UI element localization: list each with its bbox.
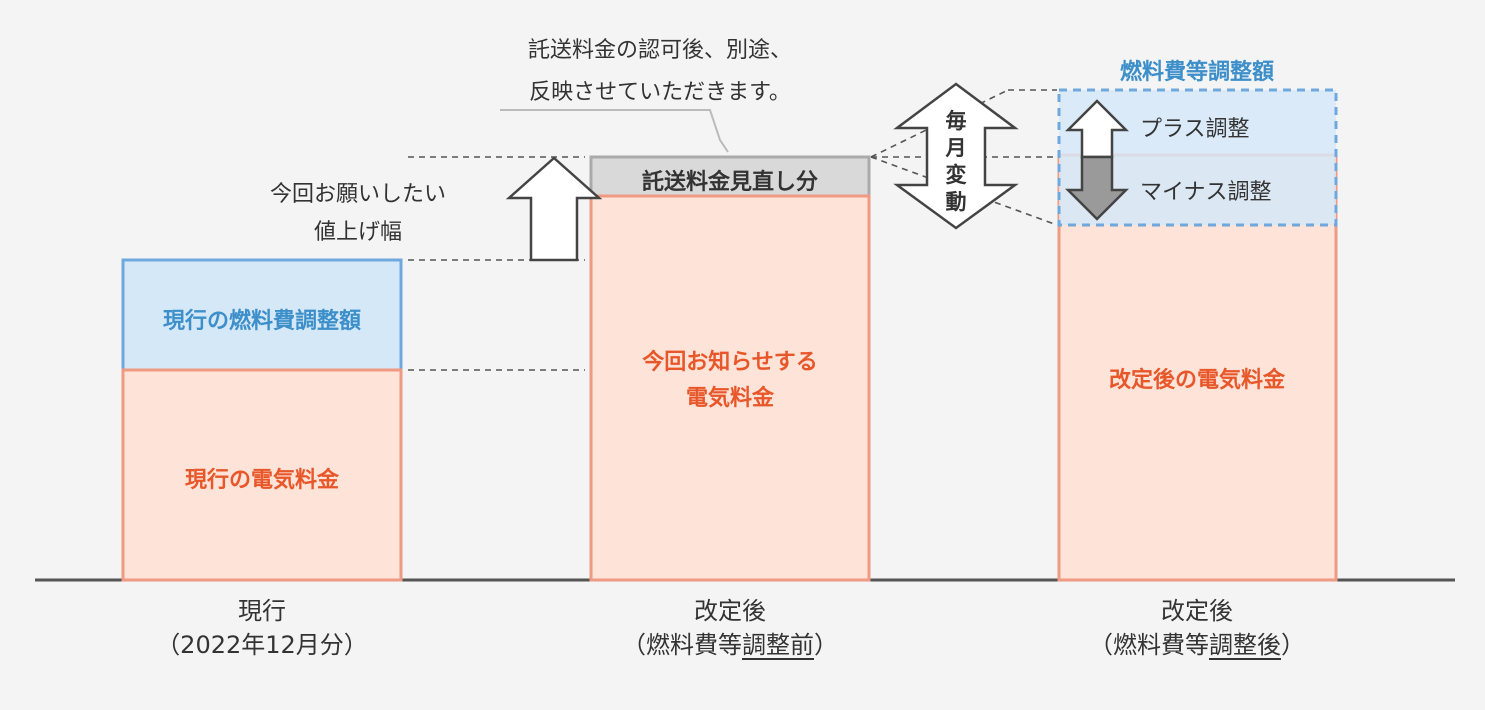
monthly-change-label: 毎 月 変 動 <box>941 108 971 216</box>
current-rate-box <box>121 368 403 582</box>
increase-arrow-icon <box>505 156 603 262</box>
plus-adjust-label: プラス調整 <box>1140 117 1250 142</box>
column2-caption-underlined: 調整前 <box>742 631 814 659</box>
current-rate-label: 現行の電気料金 <box>184 468 340 493</box>
fuel-adjust-title: 燃料費等調整額 <box>1119 60 1275 85</box>
new-rate-label-line1: 今回お知らせする <box>642 350 818 375</box>
column1-caption-line2: （2022年12月分） <box>156 631 368 659</box>
revised-rate-label: 改定後の電気料金 <box>1108 368 1286 393</box>
column3-caption-line1: 改定後 <box>1161 597 1233 625</box>
callout-note-line2: 反映させていただきます。 <box>529 80 791 105</box>
plus-adjust-arrow-icon <box>1064 99 1130 159</box>
callout-note-line1: 託送料金の認可後、別途、 <box>527 38 793 63</box>
current-fuel-adjust-label: 現行の燃料費調整額 <box>162 309 362 334</box>
callout-note: 託送料金の認可後、別途、 反映させていただきます。 <box>528 30 792 114</box>
monthly-char-3: 変 <box>945 163 967 187</box>
column2-caption-line2: （燃料費等調整前） <box>622 631 838 659</box>
column2-caption: 改定後 （燃料費等調整前） <box>622 594 838 662</box>
new-rate-box <box>589 194 871 582</box>
minus-adjust-label: マイナス調整 <box>1140 180 1272 205</box>
column3-caption-line2: （燃料費等調整後） <box>1089 631 1305 659</box>
monthly-char-2: 月 <box>945 136 967 160</box>
increase-amount-line1: 今回お願いしたい <box>270 182 447 207</box>
new-rate-label-line2: 電気料金 <box>685 386 774 411</box>
column1-caption-line1: 現行 <box>238 597 286 625</box>
column2-caption-line1: 改定後 <box>694 597 766 625</box>
monthly-char-4: 動 <box>945 190 967 214</box>
column3-caption: 改定後 （燃料費等調整後） <box>1089 594 1305 662</box>
increase-amount-label: 今回お願いしたい 値上げ幅 <box>270 176 446 252</box>
transmission-fee-label: 託送料金見直し分 <box>641 170 819 195</box>
monthly-change-double-arrow-icon <box>893 82 1019 230</box>
column3-caption-underlined: 調整後 <box>1209 631 1281 659</box>
increase-amount-line2: 値上げ幅 <box>314 220 403 245</box>
column1-caption: 現行 （2022年12月分） <box>156 594 368 662</box>
minus-adjust-arrow-icon <box>1064 155 1130 221</box>
callout-pointer <box>500 109 729 153</box>
monthly-char-1: 毎 <box>945 109 967 133</box>
new-rate-label: 今回お知らせする 電気料金 <box>642 345 818 417</box>
